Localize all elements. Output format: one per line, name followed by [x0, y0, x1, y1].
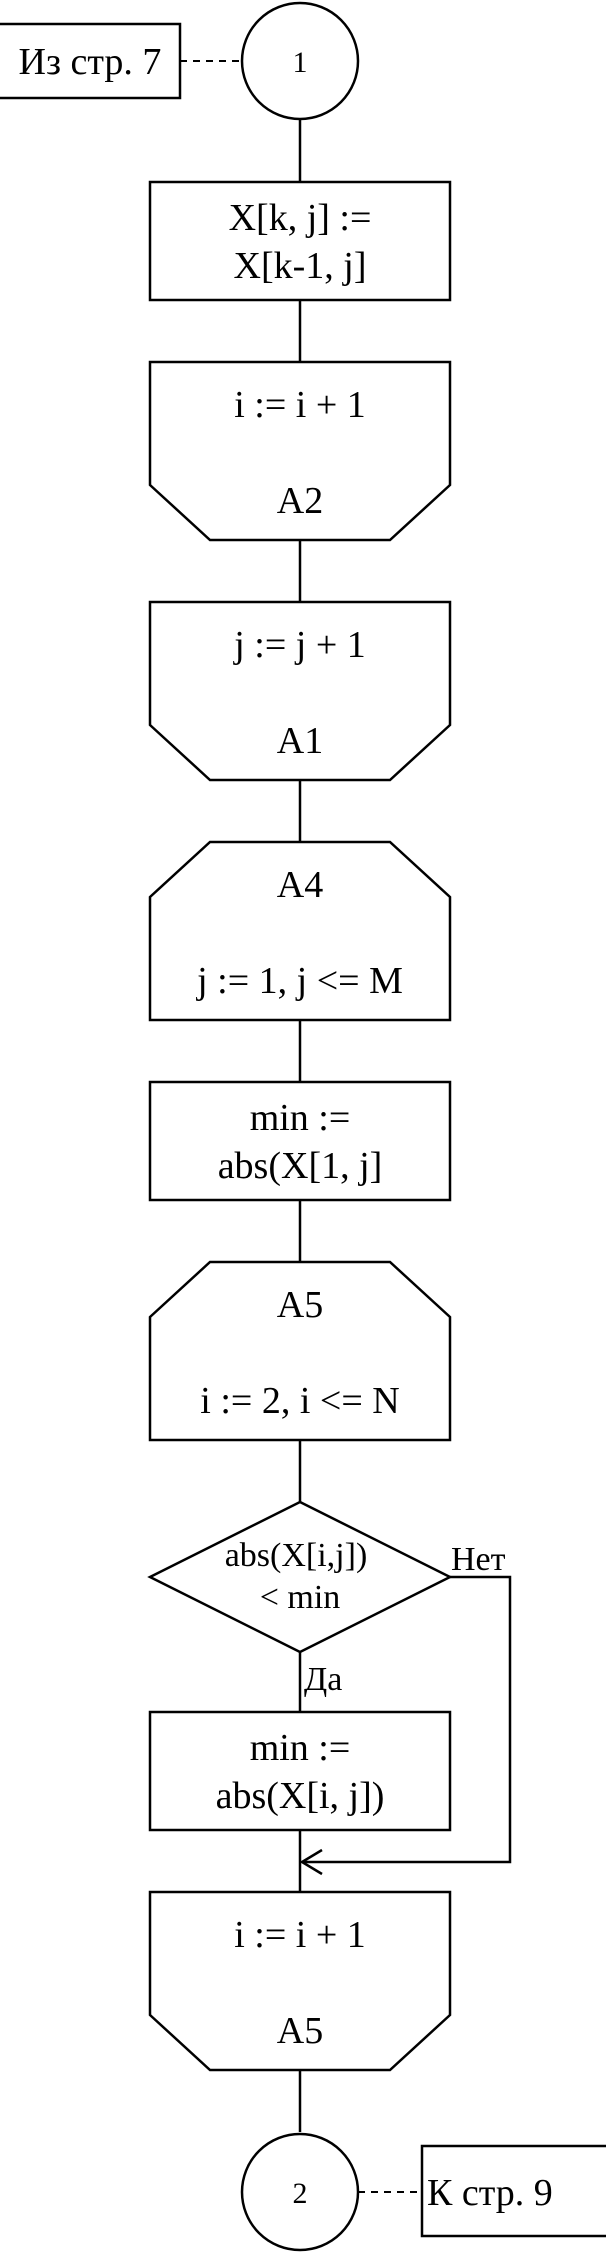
block-line: abs(X[i, j]) [216, 1775, 385, 1817]
loop-start-block: A4 j := 1, j <= M [148, 840, 452, 1022]
loop-end-block: i := i + 1 A5 [148, 1890, 452, 2072]
process-block: min := abs(X[1, j] [148, 1080, 452, 1202]
block-line: A1 [277, 720, 323, 762]
block-line: i := i + 1 [234, 384, 366, 426]
block-line: A5 [277, 1284, 323, 1326]
block-line: min := [250, 1097, 351, 1139]
process-shape [148, 1710, 452, 1832]
branch-no-label: Нет [451, 1541, 506, 1578]
block-line: i := i + 1 [234, 1914, 366, 1956]
offpage-note-box [0, 22, 182, 100]
decision-block: abs(X[i,j]) < min [147, 1500, 453, 1654]
block-line: j := 1, j <= M [195, 960, 403, 1002]
decision-shape [147, 1500, 453, 1654]
block-line: X[k, j] := [229, 197, 372, 239]
loop-end-block: j := j + 1 A1 [148, 600, 452, 782]
start-connector: Из стр. 7 1 [0, 1, 360, 121]
process-block: min := abs(X[i, j]) [148, 1710, 452, 1832]
block-line: A5 [277, 2010, 323, 2052]
flow-lines [298, 120, 512, 2132]
loop-end-shape [148, 360, 452, 542]
loop-end-shape [148, 600, 452, 782]
process-block: X[k, j] := X[k-1, j] [148, 180, 452, 302]
block-line: j := j + 1 [232, 624, 366, 666]
process-shape [148, 1080, 452, 1202]
connector-label: 2 [293, 2177, 308, 2210]
block-line: < min [260, 1579, 341, 1616]
connector-label: 1 [293, 46, 308, 79]
block-line: A2 [277, 480, 323, 522]
block-line: X[k-1, j] [234, 245, 367, 287]
loop-start-shape [148, 1260, 452, 1442]
connector-circle [240, 1, 360, 121]
offpage-note-box [420, 2144, 606, 2238]
loop-start-block: A5 i := 2, i <= N [148, 1260, 452, 1442]
block-line: A4 [277, 864, 323, 906]
block-line: min := [250, 1727, 351, 1769]
block-line: abs(X[1, j] [218, 1145, 383, 1187]
end-connector: 2 К стр. 9 [240, 2132, 606, 2252]
merge-arrowhead [299, 1848, 323, 1876]
block-line: abs(X[i,j]) [225, 1537, 368, 1574]
loop-end-block: i := i + 1 A2 [148, 360, 452, 542]
loop-end-shape [148, 1890, 452, 2072]
offpage-note-from: Из стр. 7 [19, 41, 162, 83]
process-shape [148, 180, 452, 302]
no-branch-line [302, 1575, 512, 1864]
loop-start-shape [148, 840, 452, 1022]
branch-yes-label: Да [304, 1661, 342, 1698]
block-line: i := 2, i <= N [200, 1380, 399, 1422]
offpage-note-to: К стр. 9 [427, 2172, 553, 2214]
